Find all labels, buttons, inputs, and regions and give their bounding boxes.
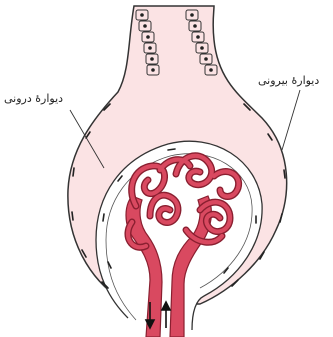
inner-wall-label: دیوارهٔ درونی — [4, 92, 63, 105]
leader-outer-wall — [282, 90, 300, 150]
outer-wall-label: دیوارهٔ بیرونی — [258, 74, 319, 87]
